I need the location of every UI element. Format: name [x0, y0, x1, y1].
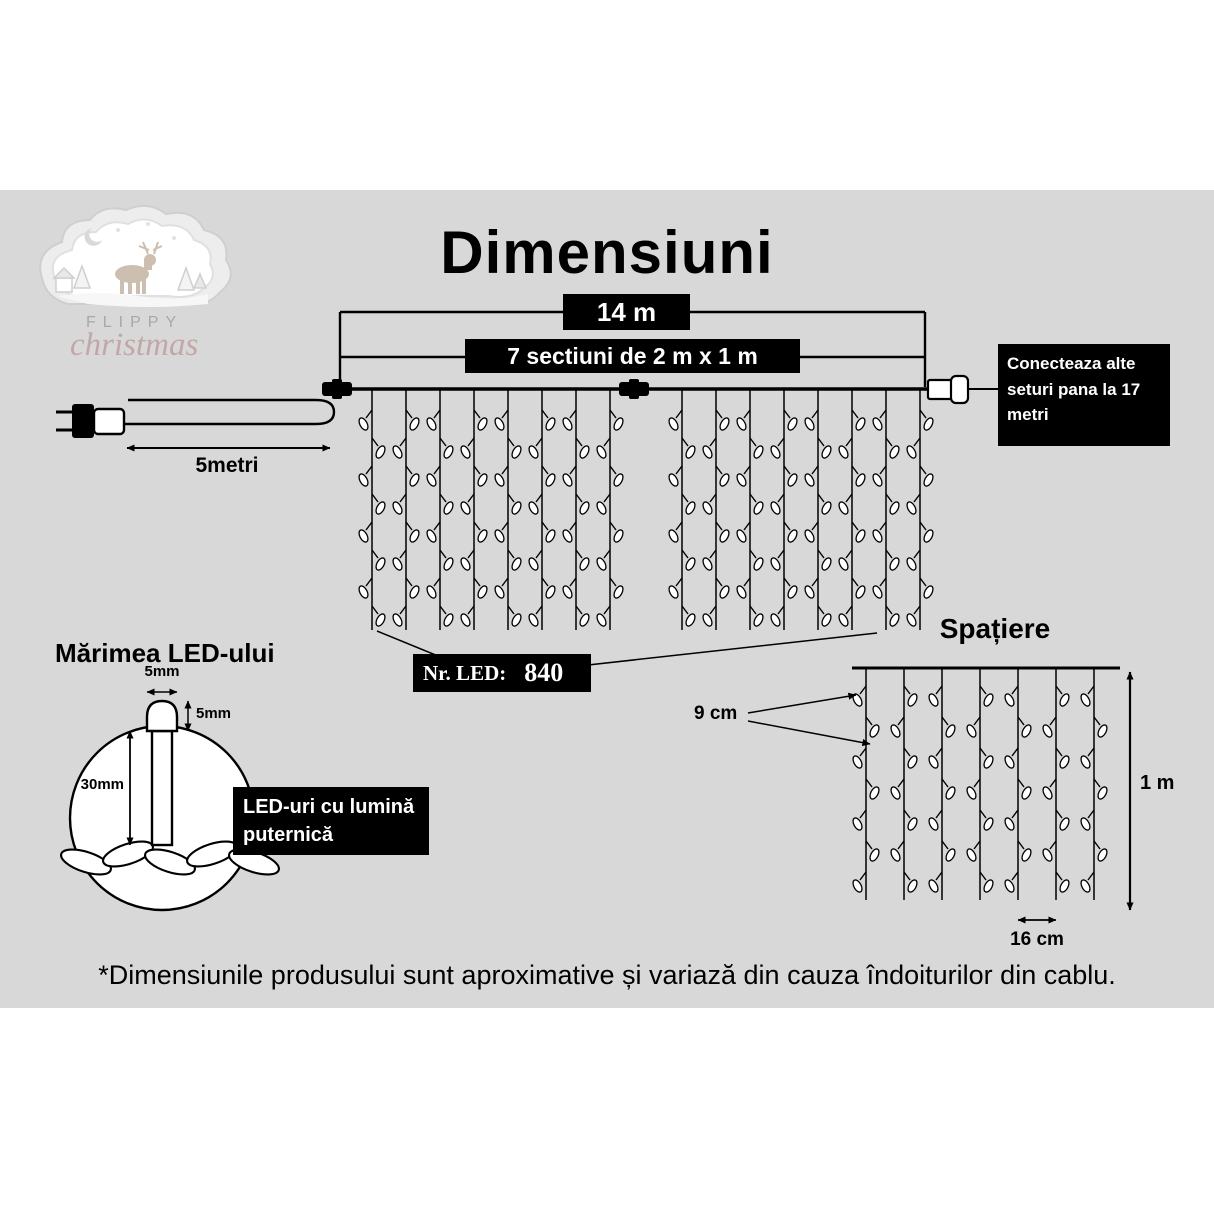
page-title: Dimensiuni [440, 219, 774, 286]
house-icon [55, 277, 73, 293]
brand-name-top: FLIPPY [86, 314, 184, 331]
connect-note-box: Conecteaza alte seturi pana la 17 metri [998, 344, 1170, 446]
power-plug-lead [56, 398, 336, 452]
cap-width-label: 5mm [144, 663, 180, 680]
footnote: *Dimensiunile produsului sunt aproximati… [98, 960, 1116, 990]
tree-icon [192, 272, 208, 289]
spacing-diagram [747, 666, 1134, 924]
spacing-heading: Spațiere [939, 613, 1051, 644]
papercut-scene [39, 204, 232, 307]
sections-label: 7 sectiuni de 2 m x 1 m [465, 339, 800, 373]
total-length-label: 14 m [563, 294, 690, 330]
led-note-line2: puternică [243, 824, 334, 846]
led-count-value: 840 [524, 658, 564, 687]
moon-icon [84, 228, 102, 246]
deer-icon [115, 254, 156, 294]
vertical-gap-label: 9 cm [694, 703, 738, 724]
tree-icon [176, 265, 196, 291]
lead-length-label: 5metri [195, 454, 259, 477]
curtain-lights [322, 374, 998, 630]
brand-name-script: christmas [70, 327, 199, 363]
tree-icon [72, 263, 92, 289]
led-size-heading: Mărimea LED-ului [55, 638, 275, 668]
led-size-diagram [60, 688, 280, 912]
body-height-label: 30mm [80, 776, 124, 793]
led-count-label: Nr. LED: [423, 660, 507, 685]
led-note-line1: LED-uri cu lumină [243, 796, 415, 818]
led-count-box: Nr. LED: 840 [413, 654, 591, 692]
led-note-box: LED-uri cu lumină puternică [233, 787, 429, 855]
brand-logo [39, 204, 232, 307]
cap-height-label: 5mm [196, 705, 232, 722]
led-count-leaders [376, 630, 878, 668]
drop-height-label: 1 m [1140, 772, 1175, 794]
string-gap-label: 16 cm [1010, 929, 1064, 950]
